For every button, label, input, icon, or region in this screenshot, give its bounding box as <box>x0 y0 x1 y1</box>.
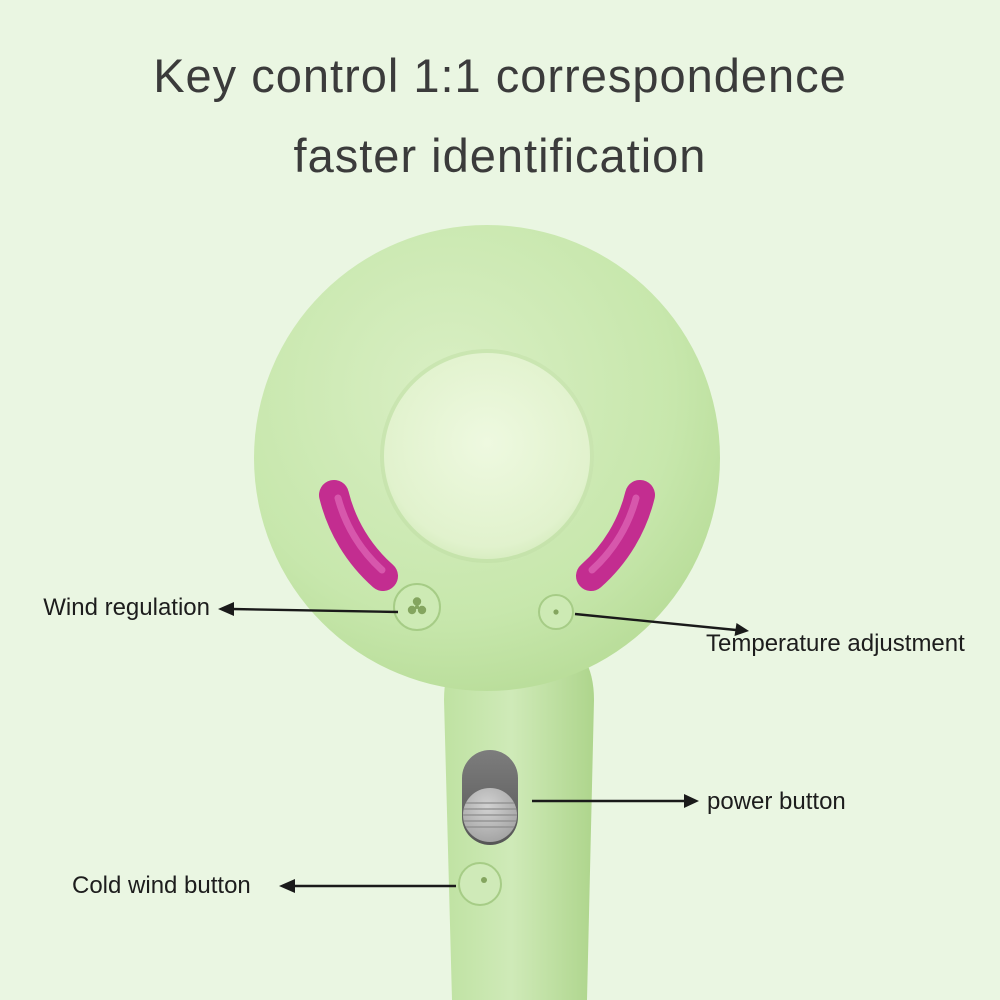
power-slider <box>462 750 518 845</box>
dryer-hole <box>380 349 594 563</box>
title-line-1: Key control 1:1 correspondence <box>153 49 847 102</box>
arrow-cold-wind-button <box>279 879 456 893</box>
page-title: Key control 1:1 correspondence faster id… <box>0 36 1000 196</box>
dot-icon <box>481 877 487 883</box>
callout-arrows <box>218 602 749 893</box>
dryer-handle <box>444 630 594 1000</box>
fan-icon <box>407 597 427 615</box>
callout-label-wind-regulation: Wind regulation <box>43 594 210 621</box>
dryer-hole-rim <box>380 349 594 563</box>
magenta-accent-left-highlight <box>334 494 386 574</box>
callout-label-cold-wind-button: Cold wind button <box>72 872 251 899</box>
cold-wind-button <box>458 862 502 906</box>
arrow-power-button <box>532 794 699 808</box>
callout-label-temperature-adjustment: Temperature adjustment <box>706 630 965 657</box>
arrow-wind-regulation <box>218 602 399 616</box>
magenta-accent-right-highlight <box>588 494 640 574</box>
dot-icon <box>553 609 559 615</box>
arrow-temperature-adjustment <box>574 612 749 636</box>
temperature-button <box>538 594 574 630</box>
callout-label-power-button: power button <box>707 788 846 815</box>
wind-regulation-button <box>393 583 441 631</box>
title-line-2: faster identification <box>293 128 707 182</box>
